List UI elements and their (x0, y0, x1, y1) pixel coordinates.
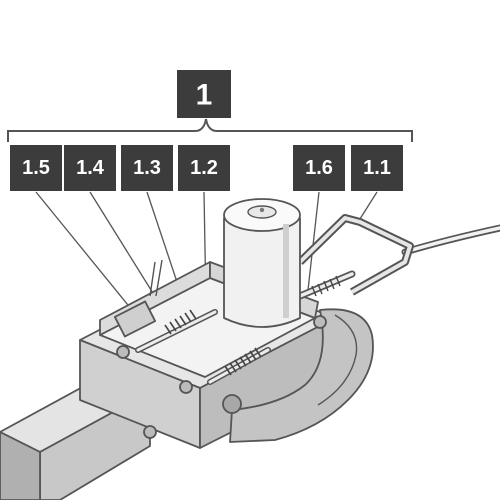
spring-lower (224, 347, 262, 376)
label-1-6-text: 1.6 (305, 157, 333, 179)
actuator-assembly (0, 198, 500, 500)
bolt-5 (222, 394, 242, 414)
housing-end-cover-rim (317, 314, 358, 406)
label-1-6-box (293, 145, 345, 191)
label-1-5: 1.5 (10, 145, 62, 191)
leader-line-1-1 (357, 191, 378, 223)
label-1-5-text: 1.5 (22, 157, 50, 179)
label-1-3-box (121, 145, 173, 191)
label-1-4-text: 1.4 (76, 157, 105, 179)
label-1-6: 1.6 (293, 145, 345, 191)
bolt-4 (143, 425, 157, 439)
bolt-1 (116, 345, 130, 359)
label-1-1-text: 1.1 (363, 157, 391, 179)
label-1-2-box (178, 145, 230, 191)
cable-loop (297, 214, 414, 296)
cable-loop-inner (298, 216, 412, 294)
bolt-2 (179, 380, 193, 394)
switch-block (113, 300, 157, 338)
label-1-2: 1.2 (178, 145, 230, 191)
switch-wire-2 (155, 259, 163, 297)
label-1-1: 1.1 (351, 145, 403, 191)
callout-bracket (7, 118, 413, 142)
power-cable-highlight (403, 226, 500, 254)
main-label-text: 1 (196, 79, 213, 112)
label-1-3-text: 1.3 (133, 157, 161, 179)
label-1-4: 1.4 (64, 145, 116, 191)
label-1-2-text: 1.2 (190, 157, 218, 179)
extension-tube-front (0, 431, 41, 500)
motor-body (223, 217, 301, 328)
main-callout: 1 (7, 70, 413, 142)
leader-lines (35, 191, 378, 311)
housing-end-cover (229, 308, 374, 443)
leader-line-1-6 (307, 191, 320, 291)
label-1-1-box (351, 145, 403, 191)
motor-center-dot (259, 207, 265, 213)
spindle-rod-highlight (136, 310, 217, 352)
main-label-box (177, 70, 231, 118)
bolt-3 (313, 315, 327, 329)
label-1-5-box (10, 145, 62, 191)
switch-wire-1 (149, 261, 156, 297)
leader-line-1-4 (89, 191, 157, 299)
gland-spring (311, 275, 341, 297)
leader-line-1-5 (35, 191, 133, 311)
label-1-3: 1.3 (121, 145, 173, 191)
spring-upper (164, 309, 197, 335)
label-1-4-box (64, 145, 116, 191)
